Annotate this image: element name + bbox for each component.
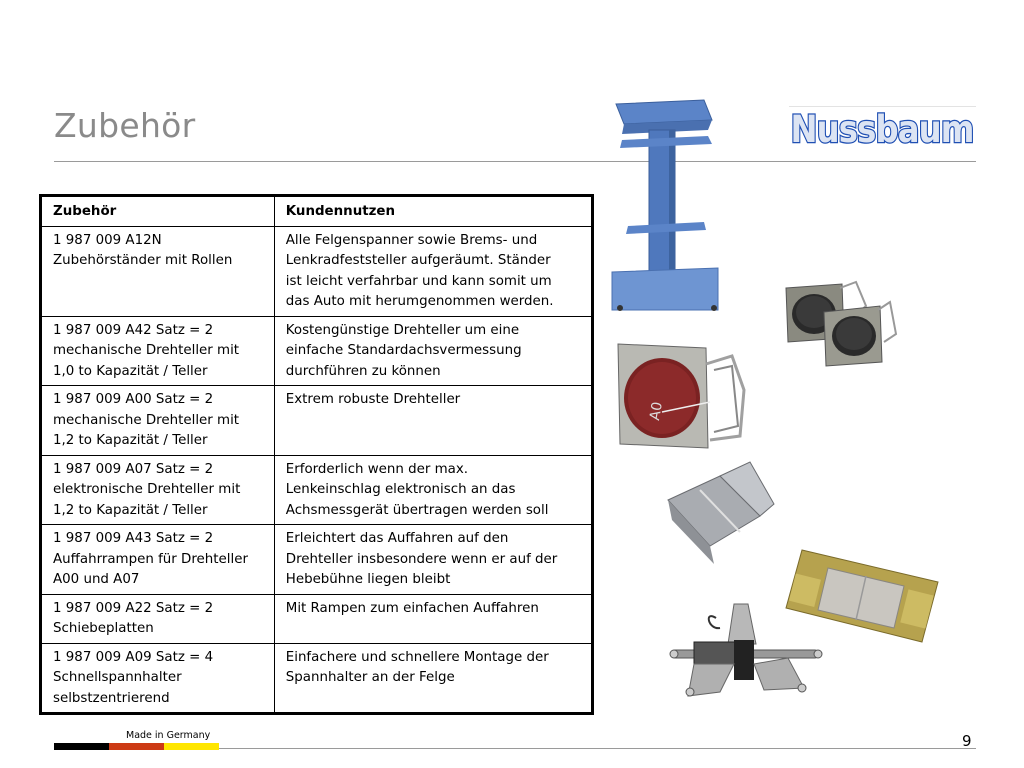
cell-line: Drehteller insbesondere wenn er auf der (285, 551, 558, 567)
cell-line: Spannhalter an der Felge (285, 670, 455, 685)
cell-line: Erleichtert das Auffahren auf den (285, 531, 509, 546)
nussbaum-logo: Nussbaum Nussbaum (789, 109, 976, 148)
footer-divider (219, 748, 976, 749)
table-row: 1 987 009 A07 Satz = 2 elektronische Dreh… (40, 454, 594, 525)
table-row: 1 987 009 A42 Satz = 2 mechanische Drehte… (40, 315, 594, 386)
cell-line: 1,2 to Kapazität / Teller (53, 502, 208, 518)
cell-line: Schnellspannhalter (53, 670, 182, 685)
flag-stripe-red (109, 743, 164, 750)
cell-line: A00 und A07 (53, 572, 140, 587)
cell-line: elektronische Drehteller mit (53, 482, 241, 497)
cell-line: das Auto mit herumgenommen werden. (285, 294, 554, 309)
product-cell: 1 987 009 A22 Satz = 2 Schiebeplatten (40, 593, 275, 644)
cell-line: Zubehörständer mit Rollen (53, 253, 233, 268)
turntables-pair-image (785, 280, 898, 367)
table-row: 1 987 009 A09 Satz = 4 Schnellspannhalter… (40, 642, 594, 714)
accessories-table: Zubehör Kundennutzen 1 987 009 A12N Zubeh… (39, 194, 594, 715)
product-cell: 1 987 009 A09 Satz = 4 Schnellspannhalter… (40, 642, 275, 714)
benefit-cell: Erforderlich wenn der max. Lenkeinschlag … (273, 454, 594, 525)
svg-text:Nussbaum: Nussbaum (791, 109, 974, 148)
page-number: 9 (962, 732, 972, 750)
cell-line: Extrem robuste Drehteller (285, 392, 461, 407)
title-divider (54, 161, 976, 162)
cell-line: Lenkradfeststeller aufgeräumt. Ständer (285, 253, 551, 268)
product-cell: 1 987 009 A00 Satz = 2 mechanische Drehte… (40, 385, 275, 456)
table-header-row: Zubehör Kundennutzen (40, 195, 594, 227)
cell-line: mechanische Drehteller mit (53, 412, 240, 428)
made-in-germany-label: Made in Germany (126, 730, 211, 741)
product-cell: 1 987 009 A07 Satz = 2 elektronische Dreh… (40, 454, 275, 525)
cell-line: 1 987 009 A12N (53, 232, 162, 248)
accessory-stand-image (611, 99, 719, 311)
page-title: Zubehör (54, 106, 196, 145)
cell-line: mechanische Drehteller mit (53, 343, 240, 358)
svg-text:A0: A0 (647, 401, 666, 422)
quick-clamp-image (669, 603, 823, 697)
cell-line: Kostengünstige Drehteller um eine (285, 322, 520, 338)
cell-line: einfache Standardachsvermessung (285, 343, 522, 358)
header-kundennutzen: Kundennutzen (273, 195, 594, 227)
table-row: 1 987 009 A12N Zubehörständer mit Rollen A… (40, 225, 594, 317)
cell-line: 1 987 009 A09 Satz = 4 (53, 649, 214, 665)
ramp-plates-image (785, 549, 939, 643)
cell-line: 1 987 009 A00 Satz = 2 (53, 392, 214, 407)
logo-text: Nussbaum (791, 109, 974, 148)
cell-line: Auffahrrampen für Drehteller (53, 551, 248, 567)
cell-line: selbstzentrierend (53, 690, 170, 706)
cell-line: Hebebühne liegen bleibt (285, 572, 451, 587)
product-cell: 1 987 009 A42 Satz = 2 mechanische Drehte… (40, 315, 275, 386)
cell-line: durchführen zu können (285, 363, 441, 379)
table-row: 1 987 009 A22 Satz = 2 Schiebeplatten Mit … (40, 593, 594, 644)
cell-line: 1 987 009 A42 Satz = 2 (53, 322, 214, 338)
cell-line: Lenkeinschlag elektronisch an das (285, 482, 516, 497)
flag-stripe-black (54, 743, 109, 750)
table-row: 1 987 009 A43 Satz = 2 Auffahrrampen für … (40, 524, 594, 595)
cell-line: ist leicht verfahrbar und kann somit um (285, 273, 552, 289)
benefit-cell: Kostengünstige Drehteller um eine einfach… (273, 315, 594, 386)
cell-line: Achsmessgerät übertragen werden soll (285, 502, 549, 518)
cell-line: 1 987 009 A43 Satz = 2 (53, 531, 214, 546)
product-cell: 1 987 009 A43 Satz = 2 Auffahrrampen für … (40, 524, 275, 595)
benefit-cell: Mit Rampen zum einfachen Auffahren (273, 593, 594, 644)
cell-line: Einfachere und schnellere Montage der (285, 649, 549, 665)
logo-divider (789, 106, 976, 107)
cell-line: 1 987 009 A22 Satz = 2 (53, 600, 214, 616)
cell-line: Mit Rampen zum einfachen Auffahren (285, 600, 539, 616)
turntable-large-image: A0 (617, 343, 746, 449)
benefit-cell: Extrem robuste Drehteller (273, 385, 594, 456)
cell-line: Alle Felgenspanner sowie Brems- und (285, 232, 538, 248)
cell-line: 1 987 009 A07 Satz = 2 (53, 461, 214, 477)
table-row: 1 987 009 A00 Satz = 2 mechanische Drehte… (40, 385, 594, 456)
cell-line: 1,0 to Kapazität / Teller (53, 363, 208, 379)
header-zubehoer: Zubehör (40, 195, 275, 227)
cell-line: 1,2 to Kapazität / Teller (53, 433, 208, 448)
cell-line: Schiebeplatten (53, 621, 154, 636)
flag-stripe-gold (164, 743, 219, 750)
product-cell: 1 987 009 A12N Zubehörständer mit Rollen (40, 225, 275, 317)
cell-line: Erforderlich wenn der max. (285, 461, 469, 477)
slide-plates-image (667, 461, 775, 564)
